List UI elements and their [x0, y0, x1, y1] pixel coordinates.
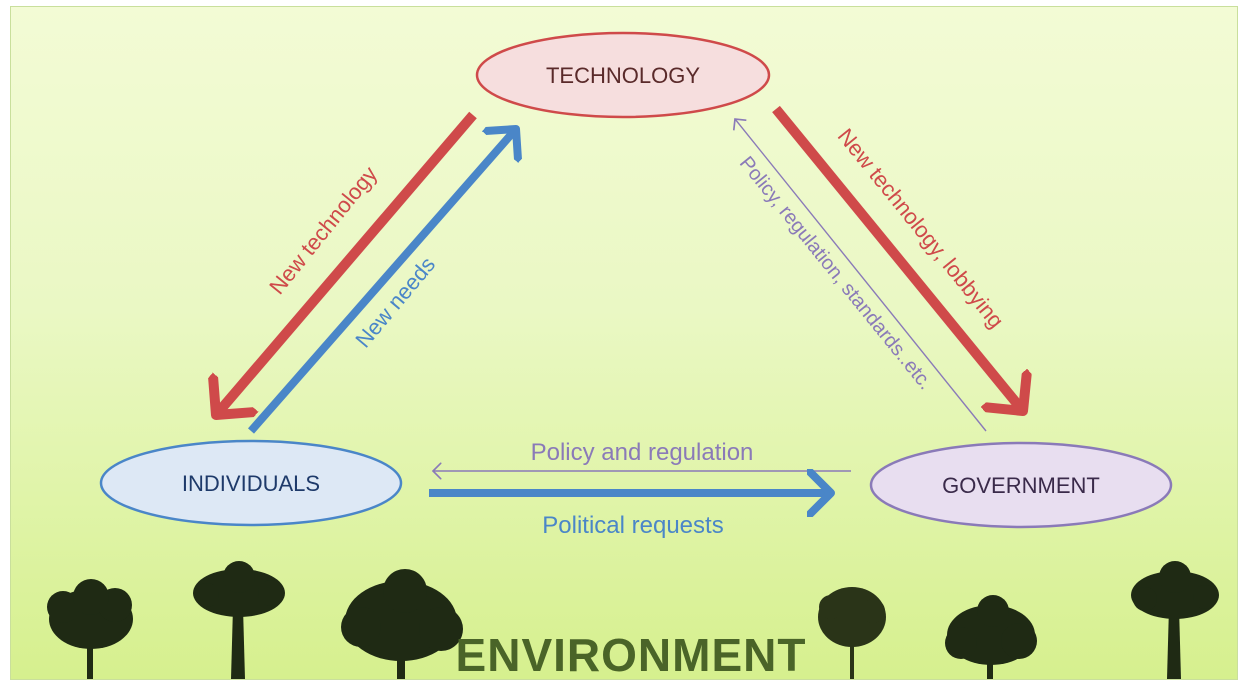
tree-icon	[341, 569, 463, 679]
tree-icon	[1131, 561, 1219, 679]
diagram-svg: New technology New needs New technology,…	[47, 31, 1219, 679]
tree-icon	[818, 587, 886, 679]
tree-icon	[193, 561, 285, 679]
tree-icon	[945, 595, 1037, 679]
arrow-new-technology	[216, 111, 477, 415]
node-government-label: GOVERNMENT	[942, 473, 1100, 498]
diagram-canvas: New technology New needs New technology,…	[10, 6, 1238, 680]
arrow-policy-regulation-standards	[735, 119, 987, 432]
node-individuals: INDIVIDUALS	[99, 439, 403, 527]
label-political-requests: Political requests	[542, 512, 723, 539]
node-individuals-label: INDIVIDUALS	[182, 471, 320, 496]
environment-label: ENVIRONMENT	[456, 629, 807, 679]
arrow-new-needs	[247, 129, 516, 434]
node-technology: TECHNOLOGY	[475, 31, 771, 119]
node-technology-label: TECHNOLOGY	[546, 63, 700, 88]
arrow-new-technology-lobbying	[772, 105, 1023, 411]
label-policy-and-regulation: Policy and regulation	[531, 439, 754, 466]
node-government: GOVERNMENT	[869, 441, 1173, 529]
label-new-technology: New technology	[264, 162, 382, 299]
tree-icon	[47, 579, 133, 679]
